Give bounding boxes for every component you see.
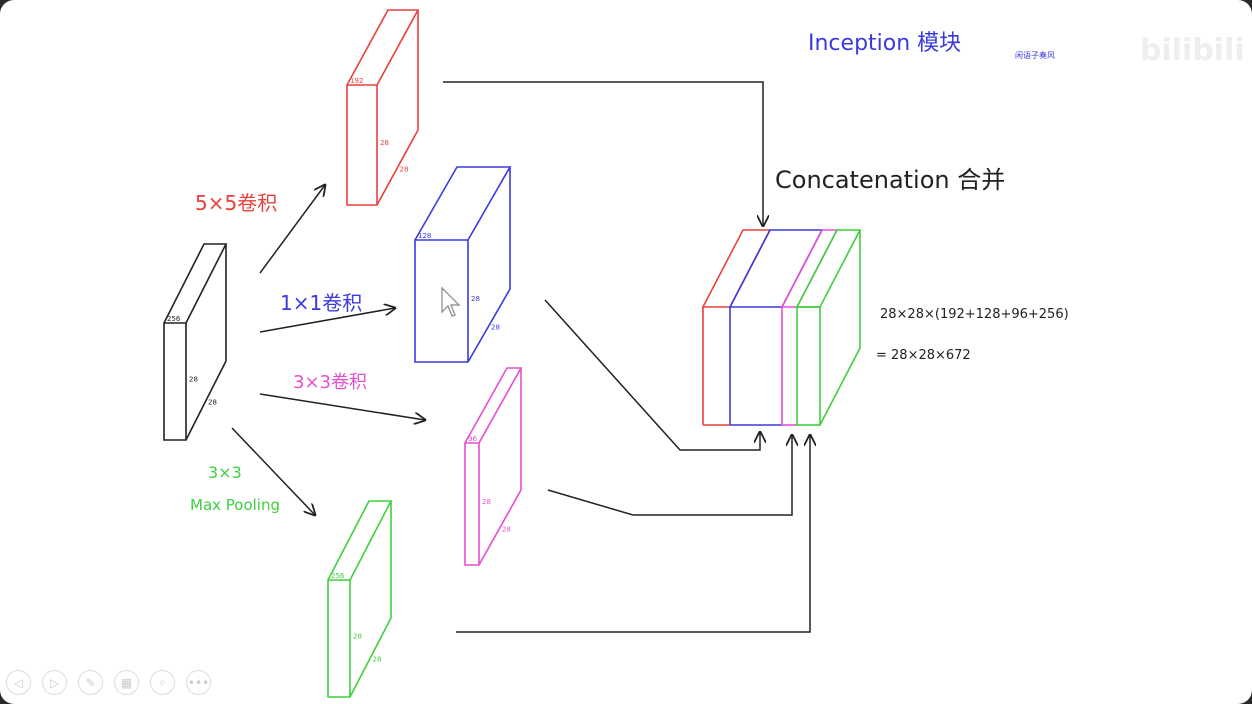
block-pink-depth-label: 96 (468, 435, 477, 443)
block-red-depth-label: 192 (350, 77, 363, 85)
brand-logo: bilibili (1140, 33, 1245, 68)
block-red (346, 9, 420, 206)
slides-icon[interactable]: ▦ (114, 670, 139, 695)
watermark-small: 闲语子奏风 (1015, 50, 1055, 60)
connector-green (456, 435, 810, 633)
more-icon[interactable]: ••• (186, 670, 211, 695)
block-red-height-label: 28 (380, 139, 389, 147)
connector-pink (547, 435, 792, 516)
cursor-icon (441, 286, 461, 317)
label-conv3: 3×3卷积 (293, 372, 367, 393)
connector-red (443, 81, 763, 226)
label-pool-size: 3×3 (208, 463, 242, 482)
label-pool-type: Max Pooling (190, 496, 280, 514)
block-input-width-label: 28 (208, 399, 217, 407)
block-green-height-label: 28 (353, 633, 362, 641)
presentation-controls: ◁ ▷ ✎ ▦ ⌕ ••• (6, 670, 211, 695)
block-pink-height-label: 28 (482, 498, 491, 506)
block-green (327, 500, 393, 698)
block-blue-height-label: 28 (471, 295, 480, 303)
label-conv1: 1×1卷积 (280, 291, 362, 315)
formula-line1: 28×28×(192+128+96+256) (880, 307, 1069, 322)
concat-label: Concatenation 合并 (775, 166, 1005, 194)
zoom-icon[interactable]: ⌕ (150, 670, 175, 695)
next-icon[interactable]: ▷ (42, 670, 67, 695)
block-input-height-label: 28 (189, 376, 198, 384)
arrows (231, 81, 810, 633)
title: Inception 模块 (808, 31, 961, 56)
block-blue-depth-label: 128 (418, 232, 431, 240)
block-blue (414, 166, 512, 363)
arrow-conv1 (259, 308, 395, 333)
concatenated-block (701, 229, 862, 426)
pen-icon[interactable]: ✎ (78, 670, 103, 695)
block-pink-width-label: 28 (502, 526, 511, 534)
label-conv5: 5×5卷积 (195, 191, 277, 215)
connector-blue (544, 299, 760, 451)
arrow-conv5 (259, 185, 325, 274)
block-input (163, 243, 228, 441)
formula-line2: = 28×28×672 (876, 348, 971, 363)
block-pink (464, 367, 523, 566)
block-blue-width-label: 28 (491, 324, 500, 332)
block-input-depth-label: 256 (167, 315, 181, 323)
block-green-depth-label: 256 (331, 572, 345, 580)
arrow-pool (231, 427, 315, 515)
prev-icon[interactable]: ◁ (6, 670, 31, 695)
block-green-width-label: 28 (373, 656, 382, 664)
block-red-width-label: 28 (400, 166, 409, 174)
arrow-conv3 (259, 393, 425, 420)
